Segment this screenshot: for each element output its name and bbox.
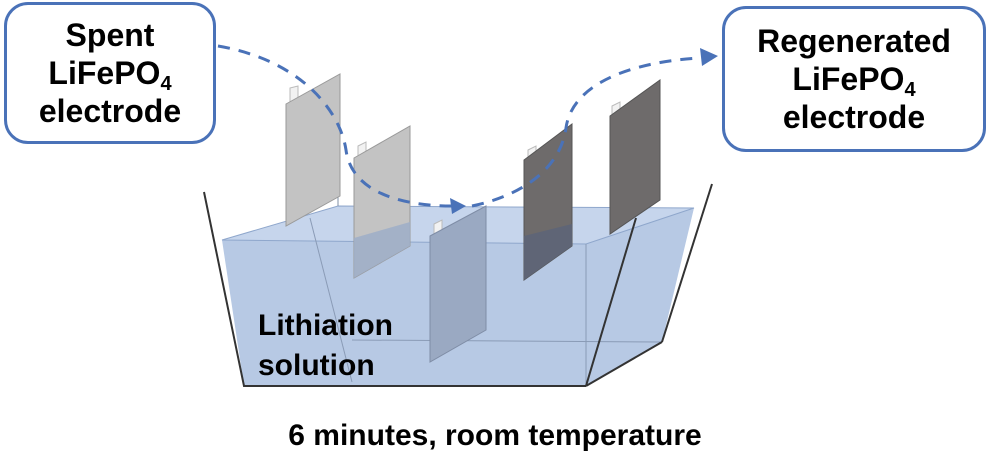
tank-inner-bottom (351, 339, 663, 343)
regen-formula-main: LiFePO (792, 61, 905, 97)
tank-right-rim (661, 183, 713, 343)
tank-left-wall (203, 191, 586, 387)
regenerated-electrode-label-box: Regenerated LiFePO4 electrode (722, 6, 986, 152)
dip-arrow-head (450, 198, 466, 214)
regen-label-line1: Regenerated (757, 23, 951, 59)
tank-right-wall (585, 341, 663, 387)
lift-arrow-path (471, 56, 701, 208)
spent-label-line1: Spent (65, 17, 155, 53)
tank-inner-edge (309, 217, 353, 383)
spent-formula-main: LiFePO (48, 55, 161, 91)
regen-label-formula: LiFePO4 (792, 60, 916, 101)
tank-front-rim (585, 217, 637, 387)
immersed-electrode (429, 205, 487, 363)
solution-label-line2: solution (258, 349, 375, 382)
spent-label-formula: LiFePO4 (48, 54, 172, 95)
solution-label-line1: Lithiation (258, 309, 393, 342)
spent-electrode-label-box: Spent LiFePO4 electrode (4, 2, 216, 144)
process-caption: 6 minutes, room temperature (288, 419, 702, 452)
spent-electrode-2 (353, 125, 411, 279)
spent-electrode-1 (285, 73, 341, 227)
regenerated-electrode-2 (609, 79, 661, 235)
regen-label-line3: electrode (782, 99, 926, 135)
spent-formula-subscript: 4 (160, 73, 172, 95)
regenerated-electrode-1 (523, 123, 573, 281)
spent-label-line3: electrode (38, 93, 182, 129)
regen-formula-subscript: 4 (904, 79, 916, 101)
dip-arrow-path (217, 44, 453, 208)
lift-arrow-head (700, 48, 718, 66)
solution-label: Lithiation solution (258, 306, 393, 386)
